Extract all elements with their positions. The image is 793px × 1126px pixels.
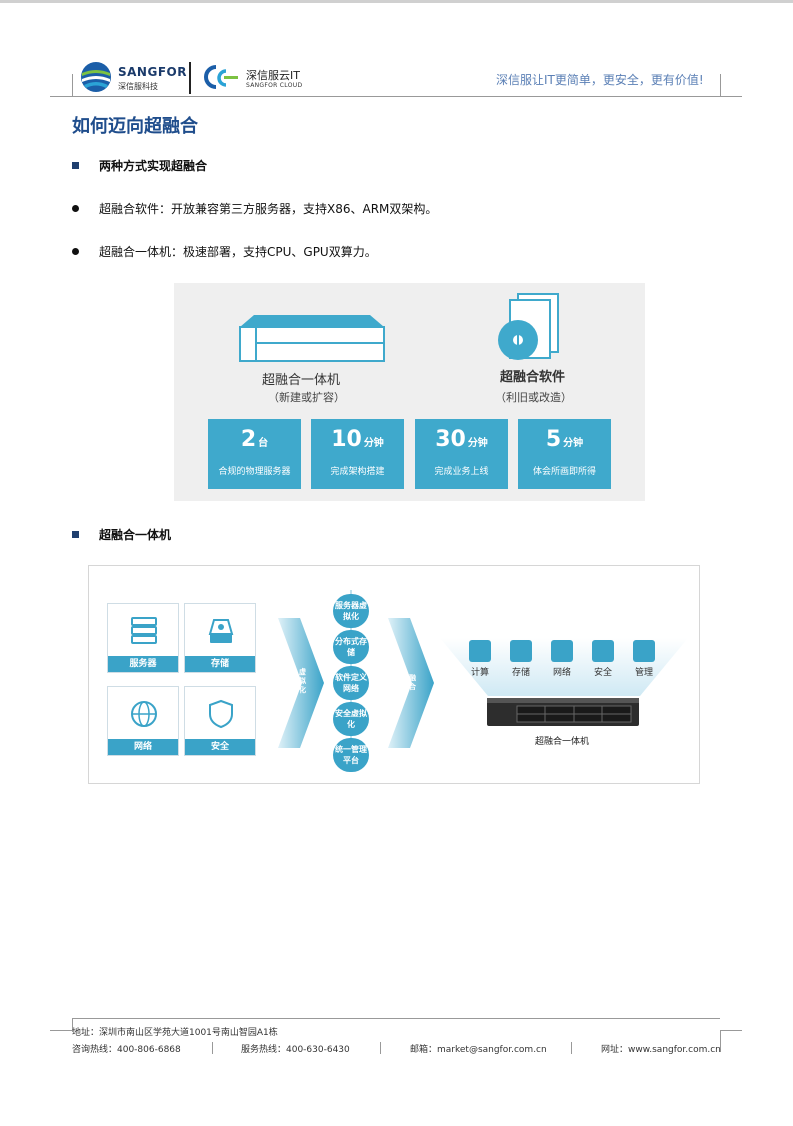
footer-address: 地址：深圳市南山区学苑大道1001号南山智园A1栋 <box>72 1028 278 1038</box>
server-icon <box>131 617 157 644</box>
bullet-heading-appliance: 超融合一体机 <box>99 528 172 542</box>
software-disc-icon <box>498 293 559 360</box>
storage-icon <box>510 640 532 662</box>
card-label: 服务器 <box>108 656 178 672</box>
footer-separator <box>571 1042 572 1054</box>
stat-number: 5 <box>545 427 562 452</box>
page-top-edge <box>0 0 793 3</box>
stat-unit: 台 <box>258 438 269 449</box>
cloud-brand-sub: SANGFOR CLOUD <box>246 82 303 89</box>
square-bullet-icon <box>72 531 79 538</box>
footer-separator <box>212 1042 213 1054</box>
card-label: 安全 <box>185 739 255 755</box>
bullet-software: 超融合软件：开放兼容第三方服务器，支持X86、ARM双架构。 <box>99 202 438 216</box>
compute-icon <box>469 640 491 662</box>
rack-server-appliance-icon <box>487 698 639 726</box>
appliance-option-label: 超融合一体机 <box>262 373 341 388</box>
card-security: 安全 <box>184 686 256 756</box>
header-rule <box>72 96 720 97</box>
stat-unit: 分钟 <box>563 438 584 449</box>
footer-separator <box>380 1042 381 1054</box>
pill-sdn: 软件定义网络 <box>333 666 369 700</box>
converge-arrow-label: 融合 <box>409 674 416 691</box>
stat-description: 体会所画即所得 <box>532 467 596 477</box>
software-option-label: 超融合软件 <box>500 370 566 385</box>
network-icon <box>551 640 573 662</box>
card-storage: 存储 <box>184 603 256 673</box>
stat-number: 30 <box>435 427 466 452</box>
sangfor-cloud-logo-icon <box>204 65 238 89</box>
stat-description: 完成架构搭建 <box>330 467 385 477</box>
stat-unit: 分钟 <box>363 438 384 449</box>
crop-mark-top-left-h <box>50 96 72 97</box>
logo-subtitle: 深信服科技 <box>118 82 158 91</box>
pill-security-virtualization: 安全虚拟化 <box>333 702 369 736</box>
crop-mark-top-left <box>72 74 73 96</box>
cloud-brand-name: 深信服云IT <box>246 69 300 82</box>
footer-hotline: 咨询热线：400-806-6868 <box>72 1045 181 1055</box>
card-label: 存储 <box>185 656 255 672</box>
footer-website: 网址：www.sangfor.com.cn <box>601 1045 721 1055</box>
feature-label: 存储 <box>511 668 530 678</box>
bullet-appliance: 超融合一体机：极速部署，支持CPU、GPU双算力。 <box>99 245 377 259</box>
footer-service-line: 服务热线：400-630-6430 <box>241 1045 350 1055</box>
stat-description: 合规的物理服务器 <box>218 467 291 477</box>
appliance-option-sub: （新建或扩容） <box>268 391 345 404</box>
crop-mark-bottom-right <box>720 1030 721 1052</box>
arrow-right-icon <box>278 618 324 748</box>
security-icon <box>592 640 614 662</box>
square-bullet-icon <box>72 162 79 169</box>
logo-name: SANGFOR <box>118 65 187 79</box>
stat-number: 10 <box>331 427 362 452</box>
stat-number: 2 <box>240 427 257 452</box>
stat-description: 完成业务上线 <box>434 467 489 477</box>
pill-distributed-storage: 分布式存储 <box>333 630 369 664</box>
gear-icon <box>633 640 655 662</box>
footer-email: 邮箱：market@sangfor.com.cn <box>410 1045 547 1055</box>
feature-label: 计算 <box>470 668 489 678</box>
logo-divider <box>189 62 191 94</box>
crop-mark-top-right-h <box>720 96 742 97</box>
appliance-caption: 超融合一体机 <box>535 737 590 747</box>
globe-icon <box>131 701 157 727</box>
footer-rule <box>72 1018 720 1019</box>
feature-label: 安全 <box>593 668 612 678</box>
crop-mark-bottom-left-h <box>50 1030 72 1031</box>
round-bullet-icon <box>72 205 79 212</box>
software-option-sub: （利旧或改造） <box>495 391 572 404</box>
virtualize-arrow-label: 虚拟化 <box>299 668 306 694</box>
crop-mark-top-right <box>720 74 721 96</box>
card-server: 服务器 <box>107 603 179 673</box>
crop-mark-bottom-right-h <box>720 1030 742 1031</box>
feature-glow <box>440 638 688 696</box>
round-bullet-icon <box>72 248 79 255</box>
sangfor-logo-icon <box>81 62 111 92</box>
server-appliance-icon <box>239 315 385 362</box>
feature-label: 网络 <box>552 668 571 678</box>
pill-server-virtualization: 服务器虚拟化 <box>333 594 369 628</box>
storage-icon <box>208 619 234 643</box>
section-title: 如何迈向超融合 <box>72 116 198 137</box>
header-tagline: 深信服让IT更简单，更安全，更有价值! <box>496 73 704 87</box>
feature-label: 管理 <box>634 668 653 678</box>
arrow-right-icon <box>388 618 434 748</box>
crop-mark-bottom-left <box>72 1018 73 1032</box>
shield-icon <box>209 699 233 729</box>
pill-unified-management: 统一管理平台 <box>333 738 369 772</box>
bullet-heading-two-ways: 两种方式实现超融合 <box>99 159 208 173</box>
stat-unit: 分钟 <box>467 438 488 449</box>
card-label: 网络 <box>108 739 178 755</box>
card-network: 网络 <box>107 686 179 756</box>
